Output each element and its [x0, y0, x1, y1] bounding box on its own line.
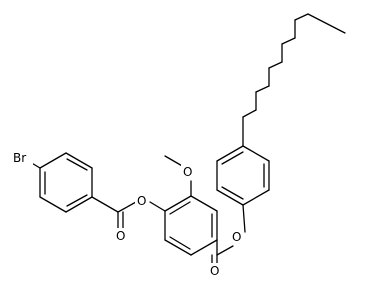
- atom-label-carbonyl-o-left: O: [114, 228, 128, 244]
- bromine-label: Br: [13, 151, 26, 165]
- carbonyl-oxygen-right-label: O: [210, 264, 219, 278]
- ester-oxygen-right-label: O: [232, 230, 241, 244]
- methoxy-oxygen-label: O: [183, 165, 192, 179]
- nonyl-chain: [242, 13, 346, 147]
- atom-label-carbonyl-o-right: O: [208, 263, 222, 279]
- carbonyl-oxygen-left-label: O: [116, 229, 125, 243]
- atom-label-methoxy-o: O: [181, 163, 195, 179]
- atom-label-ester-o-right: O: [230, 228, 244, 244]
- left-ester-group: [91, 196, 166, 233]
- methoxy-group: [164, 155, 192, 197]
- atom-label-ester-o-left: O: [135, 193, 149, 209]
- central-ring: [164, 195, 218, 256]
- bromophenyl-ring: [39, 152, 93, 213]
- nonylphenyl-ring: [216, 145, 270, 206]
- atom-label-br: Br: [12, 149, 33, 165]
- ester-oxygen-left-label: O: [137, 194, 146, 208]
